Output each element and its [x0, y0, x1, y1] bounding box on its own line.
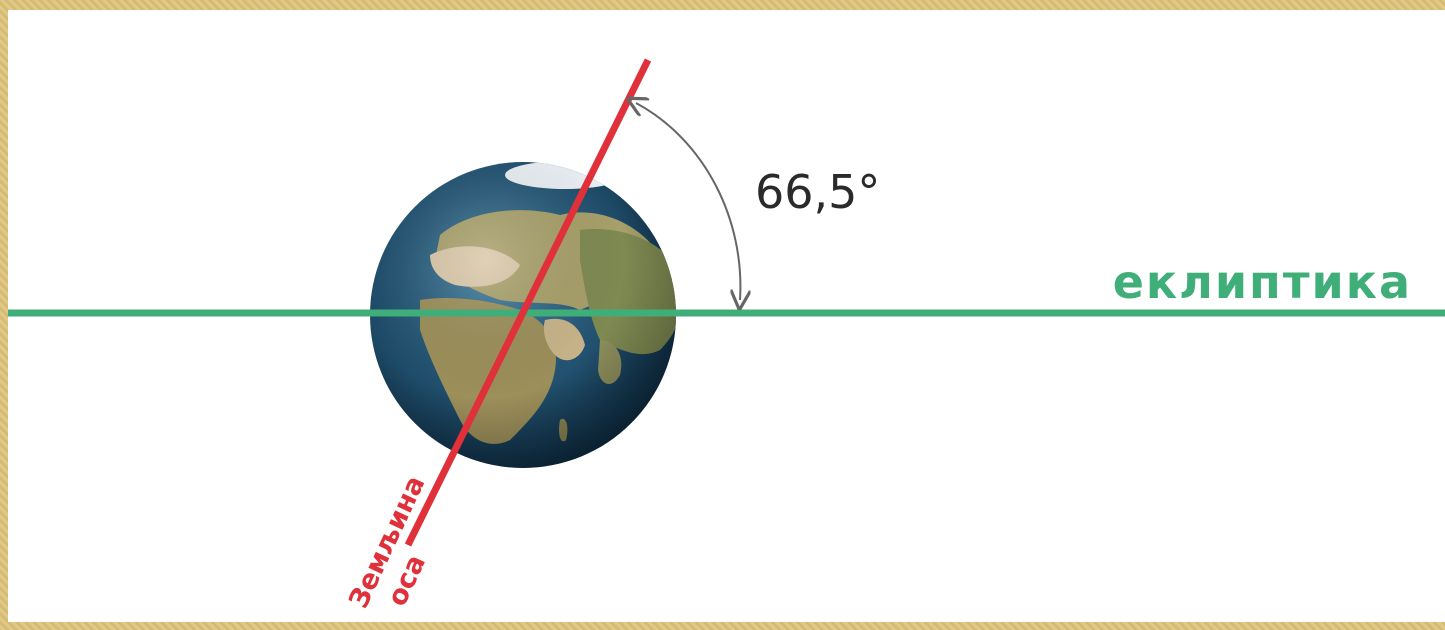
earth-axis-line [404, 58, 652, 547]
angle-label: 66,5° [755, 165, 880, 219]
ecliptic-label: еклиптика [1113, 255, 1412, 309]
earth-axis-label: Земљина оса [343, 471, 432, 613]
angle-arc [636, 103, 740, 300]
